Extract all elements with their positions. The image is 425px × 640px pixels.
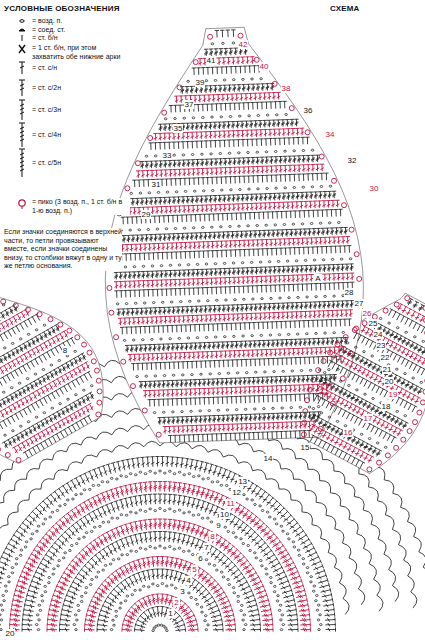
row-number: A [314, 274, 321, 283]
dc-symbol [19, 62, 25, 74]
red-stitches [0, 33, 425, 632]
legend-entry: = 1 ст. б/н, при этом захватить обе нижн… [32, 44, 130, 61]
legend-entry: = ст. с/3н [32, 106, 130, 115]
row-number: 8 [209, 532, 215, 541]
row-number: 41 [206, 56, 217, 65]
legend-entry: = возд. п. [32, 17, 130, 26]
dtr-symbol [19, 100, 25, 120]
quintuple-symbol [19, 149, 25, 177]
legend-entry: = пико (3 возд. п., 1 ст. б/н в 1-ю возд… [32, 198, 130, 215]
row-number: 12 [231, 488, 242, 497]
picot-symbol [19, 200, 25, 206]
row-number: 1 [167, 609, 173, 618]
row-number: 16 [343, 428, 354, 437]
trtr-symbol [19, 123, 25, 147]
row-number: 15 [300, 443, 311, 452]
legend-symbol-group [19, 20, 25, 209]
pineapple-outline [0, 292, 103, 463]
legend-entry: = ст. с/2н [32, 84, 130, 93]
chain-dots [0, 42, 425, 632]
row-number: 19 [388, 390, 399, 399]
row-number: 34 [325, 130, 336, 139]
note-text: Если значки соединяются в верхней части,… [4, 228, 122, 271]
row-number: 40 [259, 62, 270, 71]
row-number: 18 [381, 402, 392, 411]
row-number: 5 [191, 565, 197, 574]
row-number: 24 [373, 330, 384, 339]
row-number: 42 [238, 40, 249, 49]
row-number: 23 [376, 341, 387, 350]
sc-symbol [22, 35, 23, 41]
row-number: 3 [179, 587, 185, 596]
legend-entry: = ст. с/4н [32, 131, 130, 140]
row-number: 32 [347, 156, 358, 165]
row-number: 35 [173, 124, 184, 133]
row-number: 29 [141, 210, 152, 219]
row-number: 6 [197, 554, 203, 563]
row-number: 7 [203, 543, 209, 552]
legend-entry: = ст. б/н [32, 34, 130, 43]
row-number: 39 [195, 78, 206, 87]
row-number: 37 [184, 100, 195, 109]
row-number: 17 [363, 414, 374, 423]
row-number: 26 [362, 309, 373, 318]
page-number: 20 [5, 629, 16, 638]
row-number: 22 [380, 353, 391, 362]
row-number: 25 [368, 319, 379, 328]
legend-heading: УСЛОВНЫЕ ОБОЗНАЧЕНИЯ [4, 4, 120, 13]
legend-entry: = ст. с/5н [32, 159, 130, 168]
row-number: 31 [151, 180, 162, 189]
chart-title: СХЕМА [330, 4, 360, 13]
row-number: 10 [219, 510, 230, 519]
row-number: 14 [263, 454, 274, 463]
slip-stitch-symbol [19, 29, 25, 31]
row-number: 28 [344, 288, 355, 297]
row-number: 38 [281, 84, 292, 93]
tr-symbol [19, 80, 25, 96]
row-number: 13 [237, 477, 248, 486]
row-number: 2 [173, 598, 179, 607]
row-number: 20 [384, 377, 395, 386]
chain-symbol [20, 20, 24, 23]
row-number: 8 [62, 346, 68, 355]
row-number: 11 [225, 499, 235, 508]
picot-stem [22, 206, 23, 209]
row-number: 4 [185, 576, 191, 585]
row-number: 9 [215, 521, 221, 530]
row-number: 27 [354, 299, 365, 308]
row-number: 36 [303, 106, 314, 115]
legend-entry: = ст. с/н [32, 64, 130, 73]
row-number: 21 [382, 365, 393, 374]
row-number: 33 [162, 151, 173, 160]
row-number: 30 [369, 184, 380, 193]
sc-both-arches-symbol [19, 45, 25, 53]
